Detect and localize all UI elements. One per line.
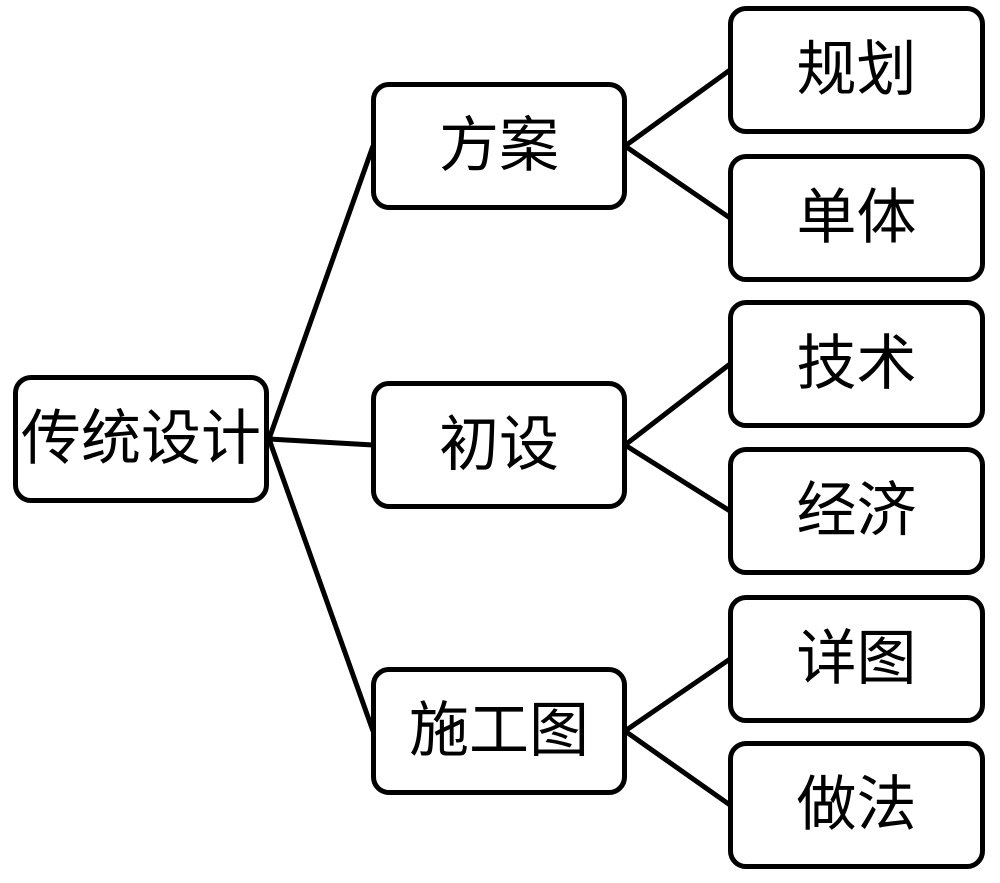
edge-construction-to-method: [623, 728, 732, 808]
node-construction-drawing-label: 施工图: [409, 698, 589, 764]
node-preliminary-design-label: 初设: [439, 412, 559, 478]
node-technical: 技术: [728, 300, 985, 428]
node-construction-drawing: 施工图: [371, 667, 627, 795]
node-construction-method: 做法: [728, 741, 985, 869]
node-planning-label: 规划: [796, 37, 917, 103]
node-scheme-label: 方案: [439, 113, 559, 179]
node-single-building-label: 单体: [796, 185, 917, 251]
edge-root-to-construction: [266, 438, 376, 732]
node-preliminary-design: 初设: [371, 381, 627, 509]
edge-scheme-to-single: [623, 143, 732, 221]
node-scheme: 方案: [371, 82, 627, 210]
edge-root-to-scheme: [266, 145, 376, 440]
edge-preliminary-to-economic: [623, 442, 732, 514]
node-planning: 规划: [728, 6, 985, 134]
node-construction-method-label: 做法: [796, 772, 917, 838]
node-economic: 经济: [728, 447, 985, 575]
node-economic-label: 经济: [796, 478, 917, 544]
node-single-building: 单体: [728, 154, 985, 282]
edge-construction-to-detail: [623, 656, 732, 734]
node-detail-drawing-label: 详图: [796, 626, 917, 692]
edge-preliminary-to-technical: [623, 362, 732, 447]
node-technical-label: 技术: [796, 331, 917, 397]
edge-scheme-to-planning: [623, 67, 732, 149]
node-traditional-design: 传统设计: [13, 375, 269, 503]
node-traditional-design-label: 传统设计: [21, 406, 261, 472]
node-detail-drawing: 详图: [728, 595, 985, 723]
edge-root-to-preliminary: [268, 436, 374, 448]
